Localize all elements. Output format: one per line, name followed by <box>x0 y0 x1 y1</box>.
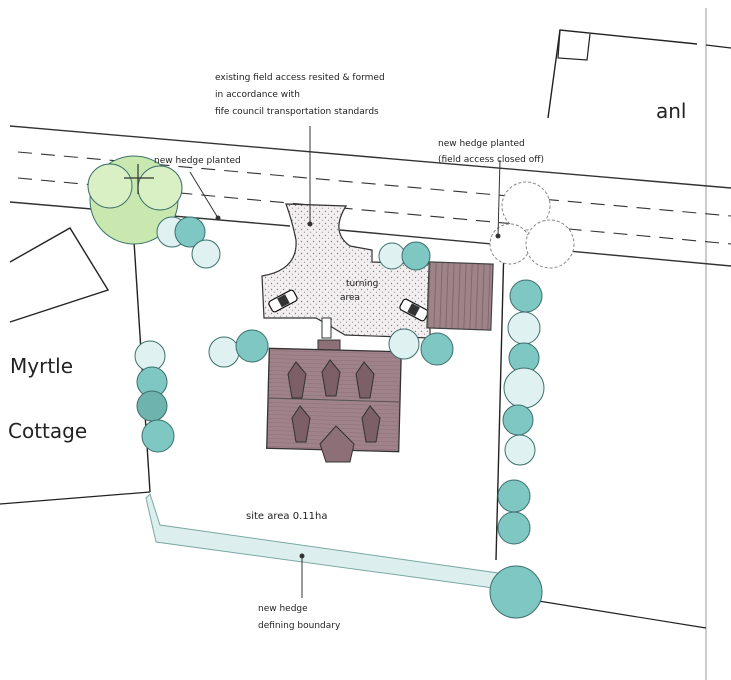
hedge-right-note-1: new hedge planted <box>438 139 525 149</box>
turning-area-label-2: area <box>340 293 360 303</box>
field-access-note-2: in accordance with <box>215 90 300 100</box>
myrtle-label: Myrtle <box>10 354 73 378</box>
field-access-note-3: fife council transportation standards <box>215 107 379 117</box>
proposed-house <box>266 339 402 463</box>
boundary-hedge-strip <box>145 493 509 591</box>
neighbour-building <box>547 29 731 119</box>
proposed-hedge-outline <box>489 181 575 269</box>
car-icon <box>399 298 429 322</box>
leader-lines <box>189 126 501 598</box>
turning-area <box>261 203 431 339</box>
cottage-label: Cottage <box>8 419 87 443</box>
site-area-label: site area 0.11ha <box>246 511 327 522</box>
link-path <box>321 317 332 339</box>
tree-centre-mark <box>124 164 154 194</box>
boundary-note-1: new hedge <box>258 604 308 614</box>
myrtle-cottage-building <box>9 227 110 323</box>
trees <box>87 155 545 619</box>
car-icon <box>268 289 298 313</box>
garage-building <box>426 261 494 331</box>
turning-area-label-1: turning <box>346 279 378 289</box>
boundary-note-2: defining boundary <box>258 621 341 631</box>
hedge-right-note-2: (field access closed off) <box>438 155 544 165</box>
neighbour-fragment-label: anl <box>656 99 687 123</box>
field-access-note-1: existing field access resited & formed <box>215 73 385 83</box>
hedge-left-note: new hedge planted <box>154 156 241 166</box>
